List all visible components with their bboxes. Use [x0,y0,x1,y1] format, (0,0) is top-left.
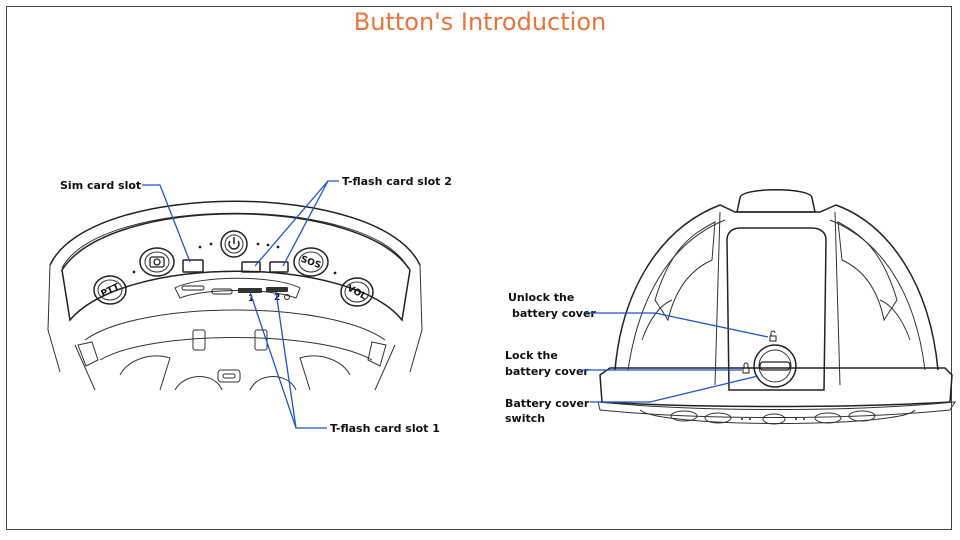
label-unlock-line2: battery cover [512,307,596,320]
camera-button[interactable] [139,247,175,277]
battery-cover-switch[interactable] [753,344,797,388]
label-lock-line2: battery cover [505,365,589,378]
right-leader-lines [580,312,769,403]
power-button[interactable] [220,230,248,258]
lock-icon [284,294,290,300]
unlock-icon [769,330,777,342]
slide-frame [6,6,952,530]
label-unlock-line1: Unlock the [508,291,574,304]
tflash-card-slot-1 [238,288,262,293]
label-sim-card-slot: Sim card slot [60,179,141,192]
slot-strip [174,277,301,299]
label-switch-line2: switch [505,412,545,425]
helmet-bottom-illustration: PTT SOS VOL [47,200,423,391]
tflash-card-slot-2 [266,287,288,292]
bottom-buttons [670,410,876,425]
label-lock-line1: Lock the [505,349,558,362]
helmet-crest [736,189,816,213]
label-tflash-card-slot-2: T-flash card slot 2 [342,175,452,188]
helmet-rear-illustration [597,189,956,425]
label-switch-line1: Battery cover [505,397,590,410]
tflash-slot-2-cover-right [269,261,289,273]
slot-number-1: 1 [248,294,254,304]
button-panel [61,213,411,322]
ptt-button[interactable] [93,275,127,305]
page-title: Button's Introduction [353,8,607,36]
tflash-slot-2-cover-left [241,261,261,273]
vol-button[interactable] [340,277,374,307]
sim-card-slot [182,259,204,273]
left-leader-lines [142,180,339,429]
helmet-shell [614,204,939,371]
sos-button[interactable] [293,247,329,277]
power-icon [228,237,240,250]
lock-icon [742,362,750,374]
label-tflash-card-slot-1: T-flash card slot 1 [330,422,440,435]
indicator-leds [132,242,337,275]
camera-icon [149,256,165,268]
helmet-shell-outer [49,200,421,266]
battery-cover [726,227,827,391]
